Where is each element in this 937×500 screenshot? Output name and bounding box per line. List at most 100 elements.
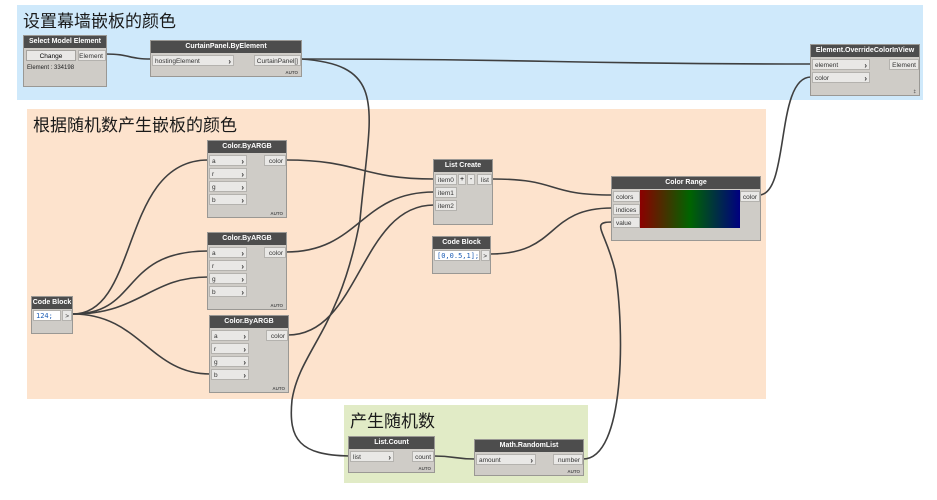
wire xyxy=(72,250,209,315)
output-port-element[interactable]: Element xyxy=(78,50,106,61)
input-port-colors[interactable]: colors xyxy=(613,191,640,202)
chevron-right-icon: › xyxy=(241,170,244,179)
lacing-indicator[interactable]: AUTO xyxy=(285,70,298,75)
input-port-r[interactable]: r› xyxy=(209,168,247,179)
input-port-list[interactable]: list› xyxy=(350,451,394,462)
wire xyxy=(300,58,812,65)
node-title: Color.ByARGB xyxy=(210,316,288,328)
chevron-right-icon: › xyxy=(241,262,244,271)
group-title: 根据随机数产生嵌板的颜色 xyxy=(33,116,237,136)
port-label: b xyxy=(212,289,216,296)
chevron-right-icon: › xyxy=(243,371,246,380)
remove-input-button[interactable]: - xyxy=(467,174,475,185)
chevron-right-icon: › xyxy=(388,453,391,462)
input-port-element[interactable]: element› xyxy=(812,59,870,70)
wire xyxy=(582,221,622,460)
node-title: Element.OverrideColorInView xyxy=(811,45,919,57)
input-port-g[interactable]: g› xyxy=(209,181,247,192)
output-port-number[interactable]: number xyxy=(553,454,583,465)
input-port-b[interactable]: b› xyxy=(209,286,247,297)
port-label: g xyxy=(212,184,216,191)
output-port-list[interactable]: list xyxy=(477,174,492,185)
node-select-model-element[interactable]: Select Model Element Change Element Elem… xyxy=(23,35,107,87)
wire xyxy=(72,313,211,375)
node-list-count[interactable]: List.Count list› count AUTO xyxy=(348,436,435,473)
wire xyxy=(72,276,209,315)
output-port-color[interactable]: color xyxy=(740,191,760,202)
lacing-indicator[interactable]: AUTO xyxy=(270,303,283,308)
port-label: element xyxy=(815,62,839,69)
node-title: List Create xyxy=(434,160,492,172)
node-title: List.Count xyxy=(349,437,434,449)
node-element-overridecolorinview[interactable]: Element.OverrideColorInView element› col… xyxy=(810,44,920,96)
input-port-value[interactable]: value xyxy=(613,217,640,228)
chevron-right-icon: › xyxy=(241,183,244,192)
input-port-a[interactable]: a› xyxy=(209,155,247,166)
node-color-range[interactable]: Color Range colors indices value color xyxy=(611,176,761,241)
group-random-panel-color[interactable]: 根据随机数产生嵌板的颜色 xyxy=(27,109,766,399)
input-port-b[interactable]: b› xyxy=(211,369,249,380)
node-title: Code Block xyxy=(32,297,72,309)
input-port-b[interactable]: b› xyxy=(209,194,247,205)
port-label: a xyxy=(212,158,216,165)
input-port-g[interactable]: g› xyxy=(209,273,247,284)
node-color-byargb-1[interactable]: Color.ByARGB a› r› g› b› color AUTO xyxy=(207,140,287,218)
input-port-color[interactable]: color› xyxy=(812,72,870,83)
output-port-count[interactable]: count xyxy=(412,451,434,462)
input-port-item2[interactable]: item2 xyxy=(435,200,457,211)
port-label: r xyxy=(212,263,215,270)
input-port-item1[interactable]: item1 xyxy=(435,187,457,198)
output-port-element[interactable]: Element xyxy=(889,59,919,70)
lacing-indicator[interactable]: AUTO xyxy=(272,386,285,391)
node-title: Code Block xyxy=(433,237,490,249)
input-port-item0[interactable]: item0 xyxy=(435,174,457,185)
node-list-create[interactable]: List Create item0 + - item1 item2 list xyxy=(433,159,493,225)
node-color-byargb-2[interactable]: Color.ByARGB a› r› g› b› color AUTO xyxy=(207,232,287,310)
output-port-color[interactable]: color xyxy=(264,155,286,166)
lacing-indicator[interactable]: AUTO xyxy=(270,211,283,216)
port-label: hostingElement xyxy=(155,58,200,65)
node-title: Color Range xyxy=(612,177,760,189)
add-input-button[interactable]: + xyxy=(458,174,466,185)
input-port-r[interactable]: r› xyxy=(209,260,247,271)
node-color-byargb-3[interactable]: Color.ByARGB a› r› g› b› color AUTO xyxy=(209,315,289,393)
output-port-color[interactable]: color xyxy=(264,247,286,258)
output-port-color[interactable]: color xyxy=(266,330,288,341)
node-code-block-1[interactable]: Code Block 124; > xyxy=(31,296,73,334)
lacing-indicator[interactable]: AUTO xyxy=(567,469,580,474)
node-title: CurtainPanel.ByElement xyxy=(151,41,301,53)
output-port-curtainpanel[interactable]: CurtainPanel[] xyxy=(254,55,301,66)
input-port-r[interactable]: r› xyxy=(211,343,249,354)
port-label: a xyxy=(214,333,218,340)
output-port[interactable]: > xyxy=(62,310,72,321)
port-label: r xyxy=(212,171,215,178)
selected-element-value: Element : 334198 xyxy=(27,65,75,71)
output-port[interactable]: > xyxy=(481,250,490,261)
chevron-right-icon: › xyxy=(243,358,246,367)
input-port-a[interactable]: a› xyxy=(209,247,247,258)
input-port-g[interactable]: g› xyxy=(211,356,249,367)
node-code-block-2[interactable]: Code Block [0,0.5,1]; > xyxy=(432,236,491,274)
chevron-right-icon: › xyxy=(241,249,244,258)
code-editor[interactable]: 124; xyxy=(33,310,61,321)
input-port-indices[interactable]: indices xyxy=(613,204,640,215)
wire xyxy=(290,58,370,457)
group-title: 设置幕墙嵌板的颜色 xyxy=(23,12,176,32)
wire xyxy=(758,76,812,196)
input-port-a[interactable]: a› xyxy=(211,330,249,341)
chevron-right-icon: › xyxy=(864,74,867,83)
node-curtainpanel-byelement[interactable]: CurtainPanel.ByElement hostingElement› C… xyxy=(150,40,302,77)
lacing-indicator[interactable]: AUTO xyxy=(418,466,431,471)
chevron-right-icon: › xyxy=(241,196,244,205)
node-title: Math.RandomList xyxy=(475,440,583,452)
change-button[interactable]: Change xyxy=(26,50,76,61)
wire xyxy=(287,204,435,336)
code-editor[interactable]: [0,0.5,1]; xyxy=(434,250,480,261)
lacing-indicator[interactable]: ‡ xyxy=(913,89,916,94)
node-math-randomlist[interactable]: Math.RandomList amount› number AUTO xyxy=(474,439,584,476)
port-label: r xyxy=(214,346,217,353)
input-port-amount[interactable]: amount› xyxy=(476,454,536,465)
port-label: a xyxy=(212,250,216,257)
input-port-hostingelement[interactable]: hostingElement› xyxy=(152,55,234,66)
